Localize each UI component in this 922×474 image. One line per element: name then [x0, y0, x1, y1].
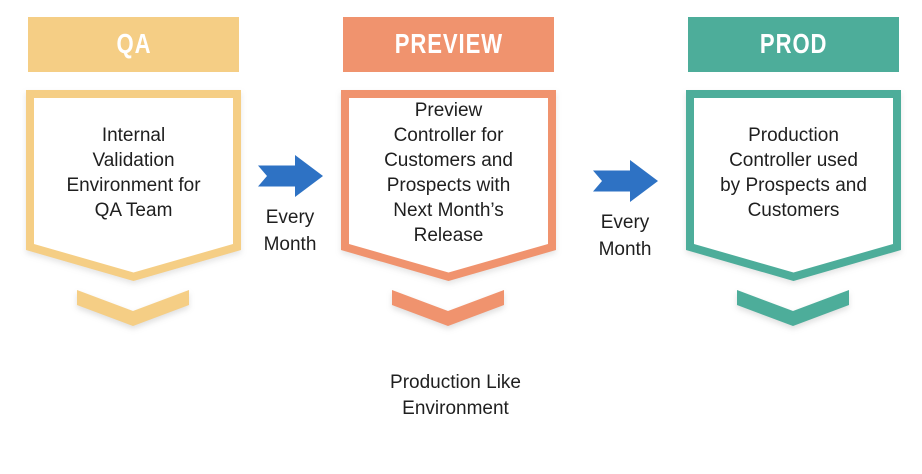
- chevron-down-icon: [77, 290, 189, 326]
- stage-qa: QA Internal Validation Environment for Q…: [26, 0, 241, 474]
- chevron-down-icon: [737, 290, 849, 326]
- arrow-right-icon: [592, 160, 658, 202]
- transition-qa-to-preview: Every Month: [251, 155, 329, 258]
- transition-label: Every Month: [598, 212, 652, 260]
- stage-qa-description: Internal Validation Environment for QA T…: [66, 125, 201, 221]
- banner-shape: [26, 90, 241, 281]
- stage-prod-banner: Production Controller used by Prospects …: [686, 90, 901, 281]
- preview-notes: Production Like Environment Features Bak…: [348, 344, 563, 474]
- banner-shape: [341, 90, 556, 281]
- stage-preview-title: PREVIEW: [394, 28, 503, 60]
- stage-preview-header: PREVIEW: [343, 17, 554, 72]
- stage-prod-description: Production Controller used by Prospects …: [720, 125, 867, 221]
- chevron-down-icon: [392, 290, 504, 326]
- banner-shape: [686, 90, 901, 281]
- arrow-right-icon: [257, 155, 323, 197]
- transition-label: Every Month: [263, 207, 317, 255]
- note-production-like-environment: Production Like Environment: [390, 372, 521, 419]
- stage-preview-banner: Preview Controller for Customers and Pro…: [341, 90, 556, 281]
- stage-preview: PREVIEW Preview Controller for Customers…: [341, 0, 556, 474]
- stage-qa-header: QA: [28, 17, 239, 72]
- stage-prod-header: PROD: [688, 17, 899, 72]
- stage-prod: PROD Production Controller used by Prosp…: [686, 0, 901, 474]
- stage-preview-description: Preview Controller for Customers and Pro…: [384, 100, 513, 246]
- stage-qa-title: QA: [116, 28, 151, 60]
- stage-prod-title: PROD: [759, 28, 828, 60]
- transition-preview-to-prod: Every Month: [586, 160, 664, 263]
- stage-qa-banner: Internal Validation Environment for QA T…: [26, 90, 241, 281]
